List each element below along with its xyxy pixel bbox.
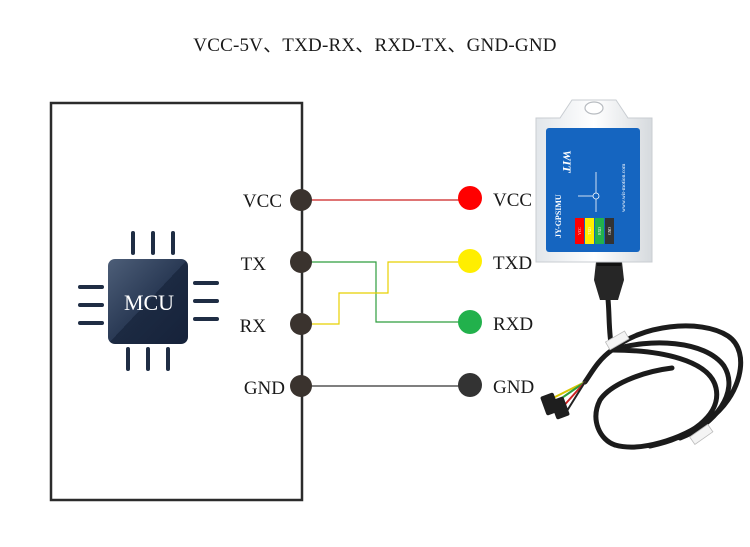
wire-tx-to-rxd — [301, 261, 470, 323]
mcu-pin-vcc-dot — [290, 189, 312, 211]
chip-pins — [78, 231, 219, 371]
mcu-pin-rx-dot — [290, 313, 312, 335]
wire-rx-to-txd — [301, 261, 470, 325]
mcu-pin-tx-label: TX — [241, 254, 267, 275]
led-label-rxd: RXD — [598, 227, 602, 235]
mcu-pin-tx-dot — [290, 251, 312, 273]
sensor-cable — [582, 287, 744, 450]
mcu-chip-label: MCU — [124, 290, 174, 315]
mcu-pin-gnd-label: GND — [244, 378, 285, 399]
sensor-pin-rxd-label: RXD — [493, 314, 533, 335]
sensor-brand-text: WIT — [560, 150, 574, 173]
sensor-pin-vcc-dot — [458, 186, 482, 210]
sensor-model-text: JY-GPSIMU — [554, 194, 563, 238]
sensor-pin-vcc-label: VCC — [493, 190, 532, 211]
sensor-pin-txd-label: TXD — [493, 253, 532, 274]
axis-icon — [578, 172, 600, 212]
led-label-vcc: VCC — [578, 227, 582, 235]
mcu-pin-gnd-dot — [290, 375, 312, 397]
mcu-pin-rx-label: RX — [240, 316, 267, 337]
led-label-txd: TXD — [588, 227, 592, 235]
sensor-module-photo: WIT JY-GPSIMU www.wit-motion.com VCC — [535, 99, 744, 450]
sensor-led-strip — [575, 218, 614, 244]
sensor-pin-gnd-dot — [458, 373, 482, 397]
diagram-title: VCC-5V、TXD-RX、RXD-TX、GND-GND — [193, 35, 557, 56]
sensor-website-text: www.wit-motion.com — [621, 163, 627, 212]
sensor-pin-txd-dot — [458, 249, 482, 273]
mcu-chip — [108, 259, 188, 344]
sensor-pin-gnd-label: GND — [493, 377, 534, 398]
wires — [301, 199, 470, 387]
mcu-pin-vcc-label: VCC — [243, 191, 282, 212]
sensor-pin-rxd-dot — [458, 310, 482, 334]
sensor-label-panel — [546, 128, 640, 252]
led-label-gnd: GND — [608, 227, 612, 235]
